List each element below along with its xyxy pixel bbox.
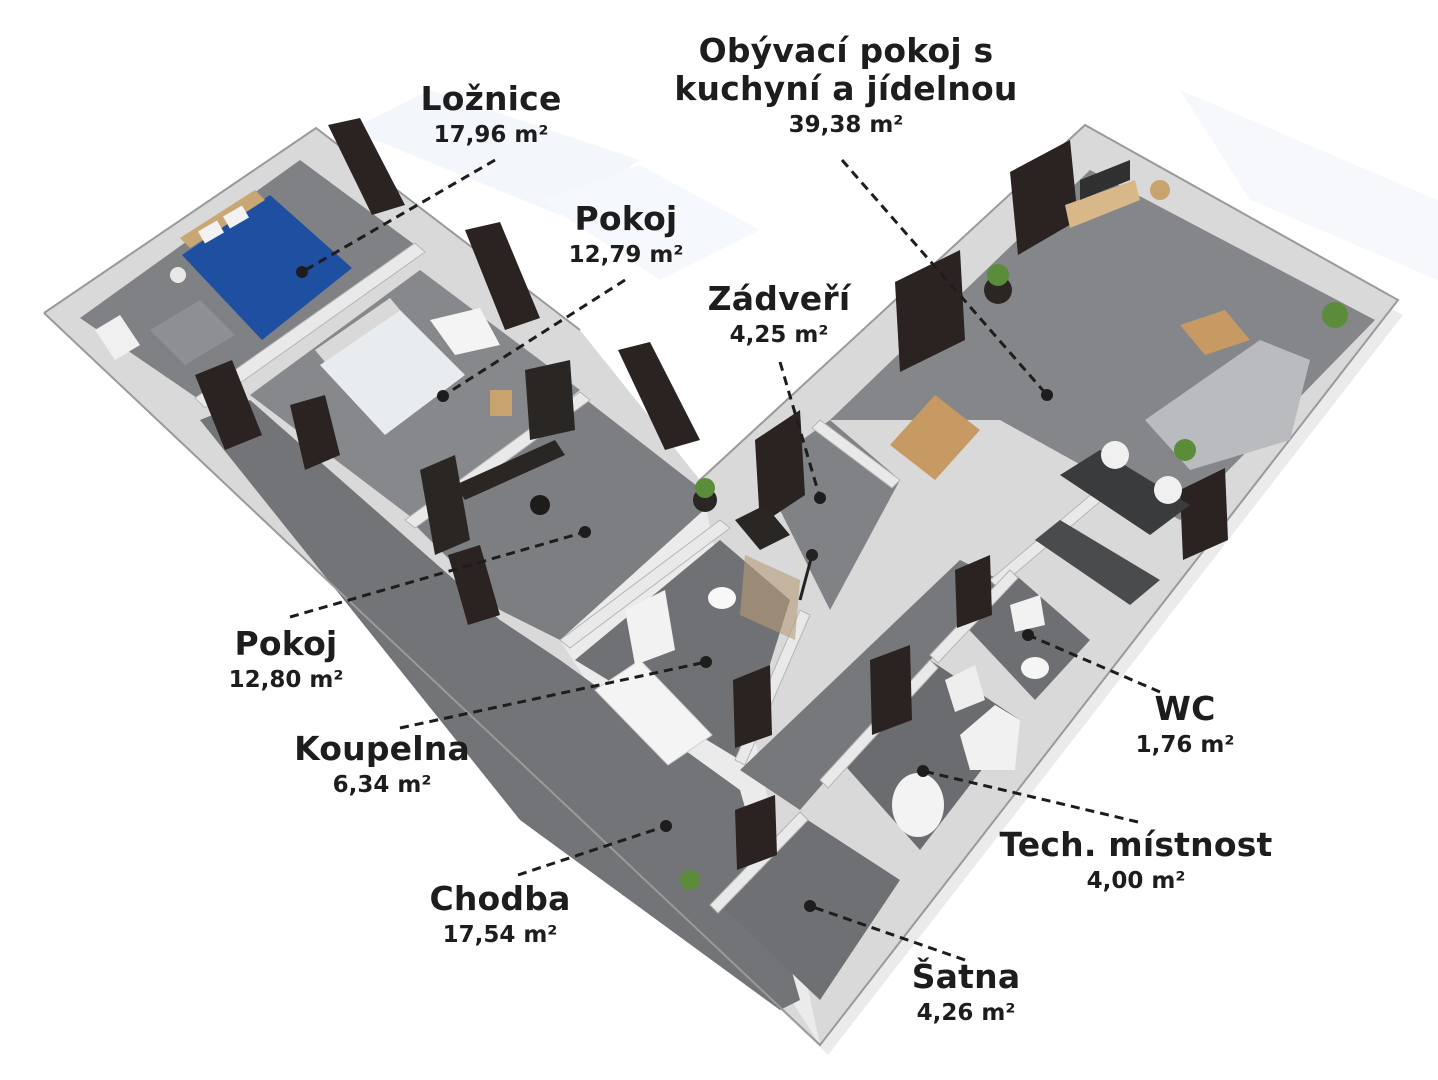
leader-satna [809,904,966,962]
room-area: 12,79 m² [568,242,684,268]
room-name: Koupelna [294,729,470,768]
room-area: 4,25 m² [729,322,829,348]
furniture-pokoj1 [315,298,575,440]
furniture-pokoj2 [420,440,717,555]
room-name: Chodba [429,879,571,918]
label-koupelna: Koupelna 6,34 m² [294,730,470,800]
doors-and-windows [195,118,1228,870]
room-area: 39,38 m² [788,112,904,138]
leader-wc [1027,633,1161,694]
dining-table [890,395,980,480]
label-loznice: Ložnice 17,96 m² [420,80,561,150]
furniture-loznice [95,190,352,365]
room-area: 1,76 m² [1135,732,1235,758]
room-area: 4,00 m² [1086,868,1186,894]
boiler [892,773,944,837]
leader-loznice [301,158,496,274]
leader-lines [289,158,1161,962]
label-zadveri: Zádveří 4,25 m² [708,280,851,350]
background-light-patches [350,90,1438,280]
label-pokoj1: Pokoj 12,79 m² [569,200,684,270]
label-wc: WC 1,76 m² [1136,690,1235,760]
leader-pokoj1 [442,278,626,398]
room-area: 12,80 m² [228,667,344,693]
room-name-line2: kuchyní a jídelnou [674,69,1018,108]
leader-chodba [517,824,667,877]
room-name: Tech. místnost [999,825,1273,864]
room-area: 17,54 m² [442,922,558,948]
leader-koupelna [399,660,707,730]
leader-pokoj2 [289,530,586,619]
room-name: Pokoj [574,199,678,238]
furniture-obyvaci [890,160,1348,605]
bed-blue [182,195,352,340]
label-pokoj2: Pokoj 12,80 m² [229,625,344,695]
sofa [1145,340,1310,470]
furniture-zadveri [735,505,818,601]
floor-chodba [200,400,800,1010]
leader-obyvaci [840,159,1049,396]
floor-tech [840,660,1020,850]
room-area: 17,96 m² [433,122,549,148]
label-satna: Šatna 4,26 m² [912,958,1021,1028]
floor-chodba-2 [740,560,1000,810]
leader-tech [922,769,1139,824]
room-name: Šatna [911,957,1021,996]
room-name: Zádveří [707,279,851,318]
room-name-line1: Obývací pokoj s [698,31,994,70]
leader-zadveri [778,361,822,499]
kitchen-island [1060,450,1190,535]
kitchen-counter [1035,520,1160,605]
bathtub [594,659,713,766]
label-chodba: Chodba 17,54 m² [429,880,570,950]
room-area: 4,26 m² [916,1000,1016,1026]
room-name: Ložnice [420,79,562,118]
label-obyvaci: Obývací pokoj s kuchyní a jídelnou 39,38… [674,32,1017,140]
room-name: WC [1154,689,1216,728]
bed-white [320,310,465,435]
label-tech: Tech. místnost 4,00 m² [999,826,1272,896]
furniture-koupelna [594,555,800,766]
leader-dots [296,266,1053,912]
room-name: Pokoj [234,624,338,663]
room-area: 6,34 m² [332,772,432,798]
furniture-service [680,595,1049,890]
